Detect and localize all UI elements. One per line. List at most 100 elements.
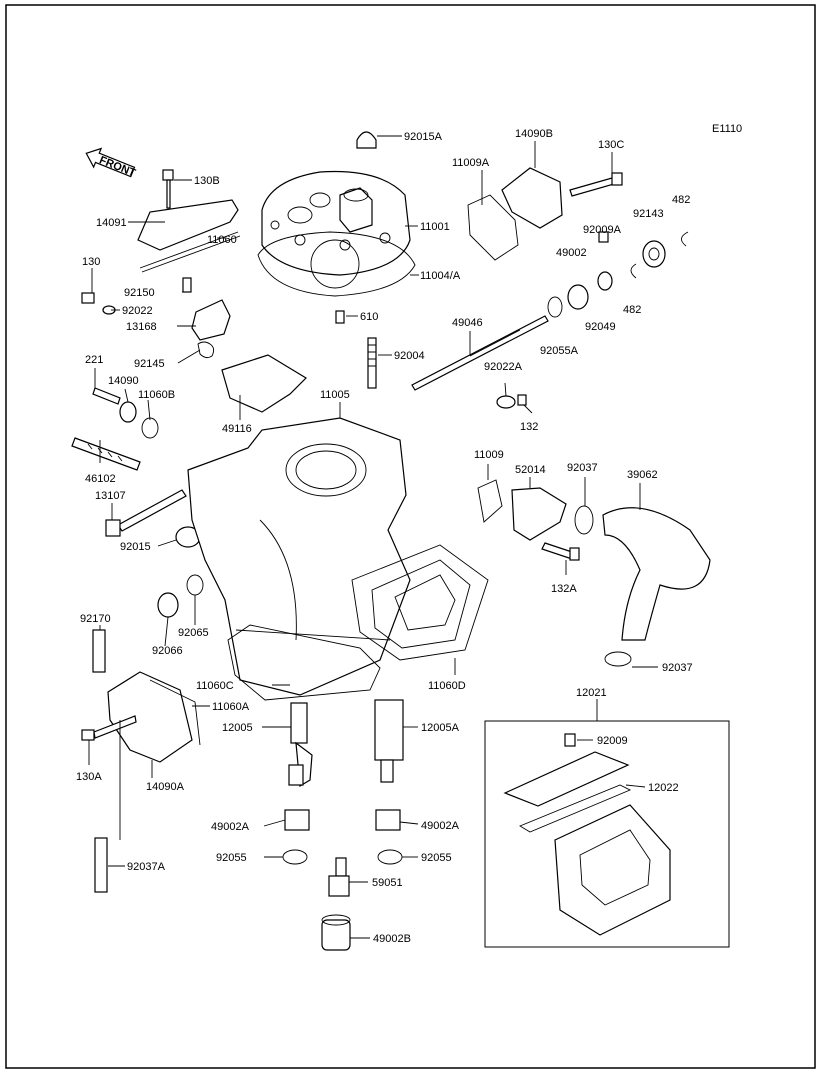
label-14091: 14091 xyxy=(96,217,127,229)
part-labels: 92015A 14090B 130C 11009A 130B 14091 110… xyxy=(76,128,693,945)
bolt-130C xyxy=(569,172,623,197)
bolt-130A xyxy=(81,715,137,741)
label-610: 610 xyxy=(360,311,378,323)
gear-59051 xyxy=(328,857,350,897)
label-92055A: 92055A xyxy=(540,345,579,357)
label-11009A: 11009A xyxy=(452,157,490,169)
label-92022: 92022 xyxy=(122,305,153,317)
label-92049: 92049 xyxy=(585,321,616,333)
leader-lines xyxy=(88,135,658,939)
label-92037-bottom: 92037 xyxy=(662,662,693,674)
label-49002A-right: 49002A xyxy=(421,820,460,832)
washer-92049 xyxy=(597,271,613,291)
valve-shaft-49046 xyxy=(411,315,549,391)
holder-49002A-left xyxy=(284,809,310,831)
label-14090B: 14090B xyxy=(515,128,553,140)
cover-14090A xyxy=(107,671,201,763)
oring-92055A xyxy=(547,296,563,318)
label-11060C: 11060C xyxy=(196,680,234,692)
label-92015: 92015 xyxy=(120,541,151,553)
oring-92055-right xyxy=(377,849,403,865)
reed-valve-assembly xyxy=(503,751,671,936)
label-92037A: 92037A xyxy=(127,861,166,873)
bolt-92009A xyxy=(598,231,609,243)
plate-92170 xyxy=(92,629,106,673)
label-11060D: 11060D xyxy=(428,680,466,692)
label-13168: 13168 xyxy=(126,321,157,333)
label-11060A: 11060A xyxy=(212,701,250,713)
label-12005: 12005 xyxy=(222,722,253,734)
label-11060B: 11060B xyxy=(138,389,175,401)
front-arrow-icon: FRONT xyxy=(85,147,137,180)
label-92065: 92065 xyxy=(178,627,209,639)
bracket-13168 xyxy=(191,299,231,341)
shaft-13107 xyxy=(105,489,187,537)
label-132: 132 xyxy=(520,421,538,433)
plug-92066 xyxy=(157,592,179,618)
label-39062: 39062 xyxy=(627,469,658,481)
spring-92145 xyxy=(197,341,215,359)
valve-12005 xyxy=(288,702,313,788)
label-12021: 12021 xyxy=(576,687,607,699)
label-92015A: 92015A xyxy=(404,131,443,143)
dowel-610 xyxy=(335,310,345,324)
label-92037-top: 92037 xyxy=(567,462,598,474)
gasket-11009 xyxy=(477,479,503,523)
bolt-132 xyxy=(496,394,527,409)
label-92170: 92170 xyxy=(80,613,111,625)
label-92150: 92150 xyxy=(124,287,155,299)
label-14090A: 14090A xyxy=(146,781,185,793)
reed-gasket-11060D xyxy=(351,544,489,661)
rack-46102 xyxy=(71,437,141,471)
label-12005A: 12005A xyxy=(421,722,460,734)
screw-92009 xyxy=(564,733,576,747)
spark-plug-cap xyxy=(356,131,377,149)
label-11009: 11009 xyxy=(474,449,504,461)
washer-92065 xyxy=(186,574,204,596)
holder-49002A-right xyxy=(375,809,401,831)
label-92055-right: 92055 xyxy=(421,852,452,864)
holder-49002 xyxy=(567,284,589,310)
label-92009A: 92009A xyxy=(583,224,622,236)
stud-92004 xyxy=(367,337,377,389)
base-gasket-11060C xyxy=(227,624,381,701)
water-outlet-cover xyxy=(467,167,563,261)
bolt-221 xyxy=(92,387,159,439)
label-14090: 14090 xyxy=(108,375,139,387)
label-49116: 49116 xyxy=(222,423,252,435)
label-59051: 59051 xyxy=(372,877,403,889)
label-46102: 46102 xyxy=(85,473,116,485)
label-482-bottom: 482 xyxy=(623,304,641,316)
cylinder-block xyxy=(187,417,411,696)
label-132A: 132A xyxy=(551,583,577,595)
valve-12005A xyxy=(374,699,404,783)
bushing-92143 xyxy=(642,240,666,268)
head-gasket xyxy=(257,231,416,297)
label-482-top: 482 xyxy=(672,194,690,206)
clamp-92037b xyxy=(604,651,632,667)
label-11005: 11005 xyxy=(320,389,350,401)
label-11060: 11060 xyxy=(207,234,237,246)
label-49002: 49002 xyxy=(556,247,587,259)
clamp-92037 xyxy=(574,505,594,535)
label-49046: 49046 xyxy=(452,317,483,329)
label-11004A: 11004/A xyxy=(420,270,461,282)
valve-49116 xyxy=(221,354,307,413)
label-221: 221 xyxy=(85,354,103,366)
cylinder-head xyxy=(261,170,411,276)
label-92145: 92145 xyxy=(134,358,165,370)
reed-valve-box xyxy=(484,720,730,948)
fitting-52014 xyxy=(511,487,567,541)
page-frame xyxy=(5,4,816,1069)
bolt-130 xyxy=(81,292,116,315)
bush-49002B xyxy=(321,914,351,951)
bolt-130B xyxy=(162,169,174,209)
label-92143: 92143 xyxy=(633,208,664,220)
oring-92055-left xyxy=(282,849,308,865)
link-92037A xyxy=(94,837,108,893)
circlip-482 xyxy=(630,231,689,279)
label-52014: 52014 xyxy=(515,464,546,476)
label-12022: 12022 xyxy=(648,782,679,794)
